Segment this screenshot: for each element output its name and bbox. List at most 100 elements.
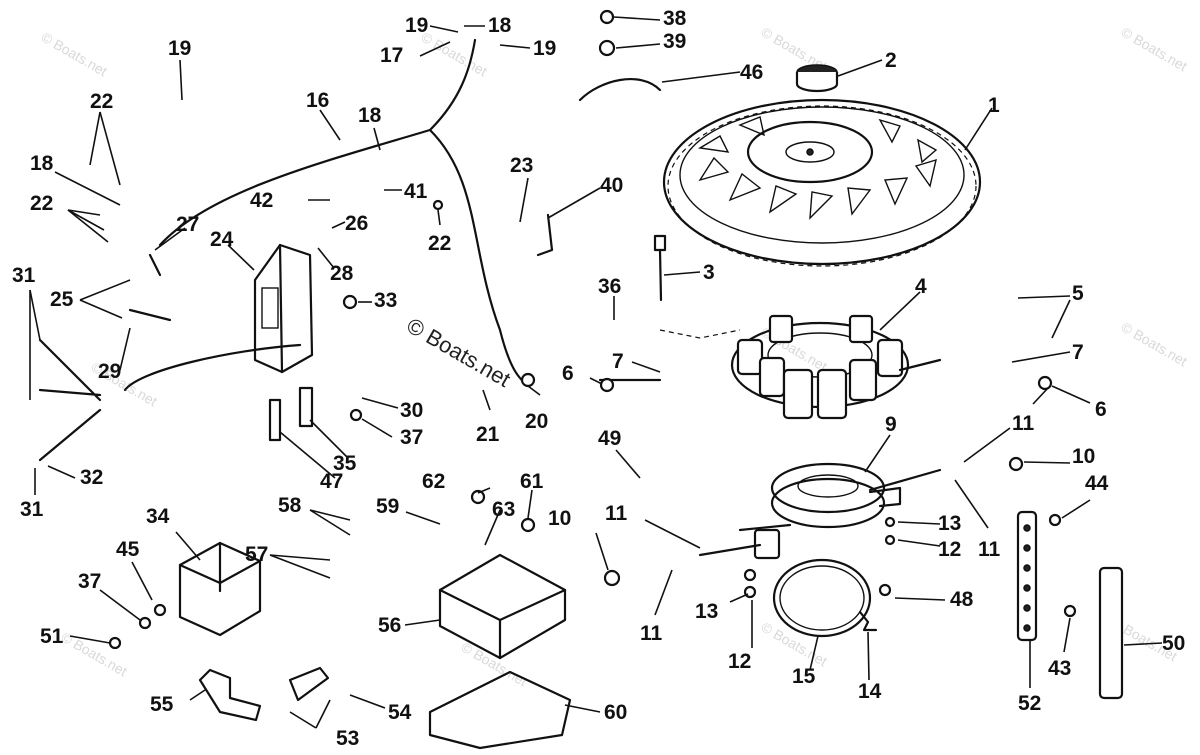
callout-12a: 12 [938,538,961,561]
callout-62: 62 [422,470,445,493]
callout-18b: 18 [358,104,382,127]
callout-47: 47 [320,470,343,493]
callout-52: 52 [1018,692,1041,715]
callout-19b: 19 [533,37,556,60]
callout-7b: 7 [1072,341,1084,364]
callout-36: 36 [598,275,621,298]
callout-55: 55 [150,693,174,716]
callout-12b: 12 [728,650,751,673]
callout-11a: 11 [1012,412,1035,435]
callout-22b: 22 [30,192,53,215]
callout-18c: 18 [30,152,54,175]
watermark: © Boats.net [1119,319,1191,370]
flywheel-nut [795,64,839,93]
callout-6a: 6 [562,362,574,385]
callout-51: 51 [40,625,64,648]
watermark: © Boats.net [759,619,831,670]
terminal-strip [1016,510,1038,642]
callout-37b: 37 [78,570,101,593]
gasket [428,670,572,750]
callout-58: 58 [278,494,302,517]
callout-11d: 11 [640,622,663,645]
callout-6b: 6 [1095,398,1107,421]
callout-10b: 10 [548,507,571,530]
watermark: © Boats.net [419,29,491,80]
power-pack [253,243,314,374]
callout-9: 9 [885,413,897,436]
callout-19c: 19 [168,37,191,60]
small-hardware [108,9,1077,650]
callouts: 1 2 3 4 5 6 6 7 7 9 10 10 11 11 11 11 12… [12,7,1185,750]
callout-38: 38 [663,7,687,30]
callout-39: 39 [663,30,686,53]
callout-5: 5 [1072,282,1084,305]
callout-4: 4 [915,275,927,298]
callout-54: 54 [388,701,412,724]
callout-22c: 22 [428,232,451,255]
callout-25: 25 [50,288,74,311]
callout-29: 29 [98,360,121,383]
callout-31b: 31 [20,498,44,521]
callout-28: 28 [330,262,354,285]
callout-27: 27 [176,213,199,236]
callout-31a: 31 [12,264,36,287]
retaining-ring [772,558,872,638]
callout-40: 40 [600,174,623,197]
callout-3: 3 [703,261,715,284]
callout-15: 15 [792,665,816,688]
watermark: © Boats.net [1119,24,1191,75]
callout-43: 43 [1048,657,1071,680]
callout-61: 61 [520,470,544,493]
callout-50: 50 [1162,632,1185,655]
callout-42: 42 [250,189,273,212]
callout-1: 1 [988,94,1000,117]
callout-57: 57 [245,543,268,566]
callout-56: 56 [378,614,401,637]
callout-24: 24 [210,228,234,251]
callout-23: 23 [510,154,533,177]
callout-45: 45 [116,538,140,561]
callout-11b: 11 [978,538,1001,561]
callout-30: 30 [400,399,423,422]
callout-35: 35 [333,452,357,475]
callout-7a: 7 [612,350,624,373]
callout-53: 53 [336,727,359,750]
stator [659,314,910,420]
timer-base [738,462,902,560]
callout-13b: 13 [695,600,718,623]
callout-11c: 11 [605,502,628,525]
callout-19a: 19 [405,14,428,37]
terminal-cover [1098,566,1124,700]
callout-2: 2 [885,49,897,72]
callout-20: 20 [525,410,548,433]
callout-33: 33 [374,289,397,312]
callout-32: 32 [80,466,103,489]
callout-63: 63 [492,498,515,521]
flywheel [662,98,982,267]
callout-13a: 13 [938,512,961,535]
leader-lines [29,16,1163,729]
wiring-harness [38,38,942,557]
spark-plug-boot [288,666,330,702]
spark-plug-boot [198,668,262,722]
callout-22a: 22 [90,90,113,113]
callout-16: 16 [306,89,329,112]
callout-10a: 10 [1072,445,1095,468]
callout-18a: 18 [488,14,512,37]
callout-60: 60 [604,701,627,724]
callout-49: 49 [598,427,621,450]
callout-26: 26 [345,212,368,235]
callout-34: 34 [146,505,170,528]
watermark: © Boats.net [59,629,131,680]
callout-48: 48 [950,588,974,611]
callout-46: 46 [740,61,763,84]
clip [858,610,878,632]
ignition-coil [178,541,262,637]
stator-screw [653,234,667,302]
callout-41: 41 [404,180,428,203]
callout-14: 14 [858,680,882,703]
callout-37a: 37 [400,426,423,449]
callout-44: 44 [1085,472,1109,495]
